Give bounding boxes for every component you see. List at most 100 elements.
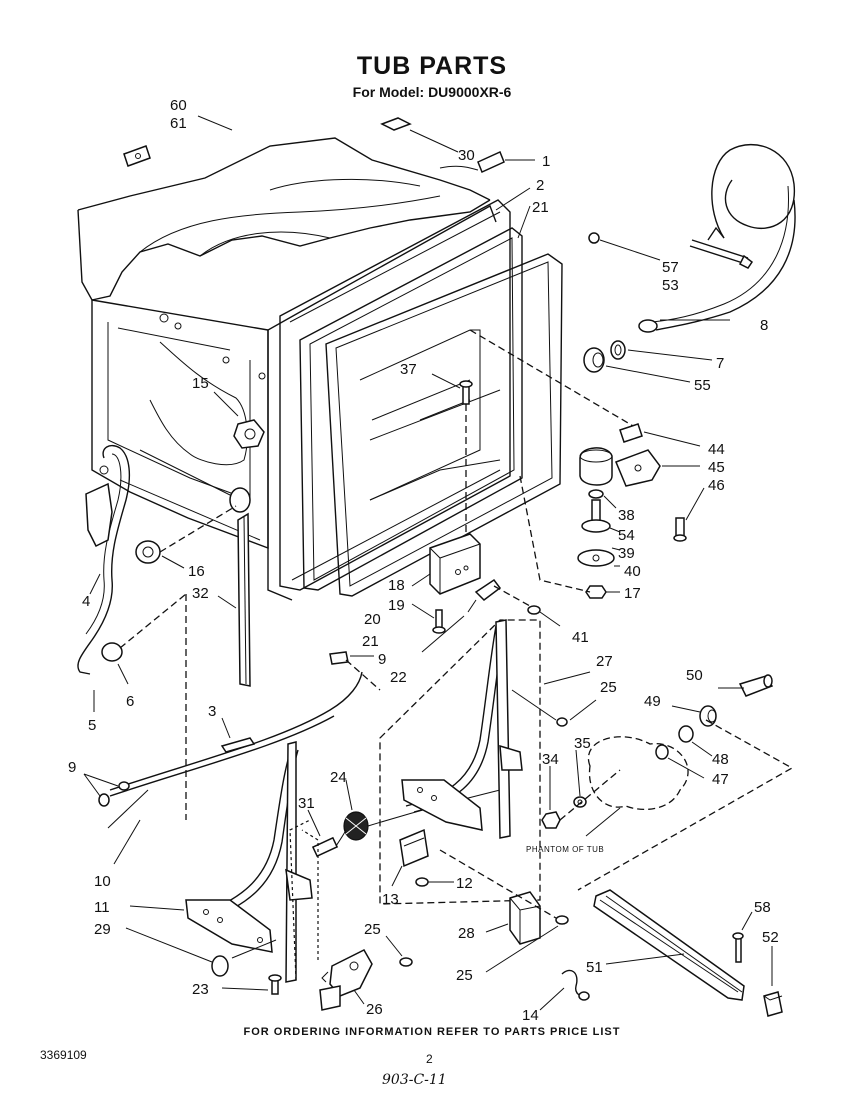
callout-7: 7 xyxy=(716,355,724,372)
callout-11: 11 xyxy=(94,899,110,916)
model-subtitle: For Model: DU9000XR-6 xyxy=(352,84,512,100)
callout-21-bottom: 21 xyxy=(362,633,379,650)
wire-connector xyxy=(467,578,502,613)
callout-53: 53 xyxy=(662,277,679,294)
side-trim-strip xyxy=(237,512,251,687)
callout-6: 6 xyxy=(126,693,134,710)
callout-16: 16 xyxy=(188,563,205,580)
tub-front-frame xyxy=(279,199,511,591)
callout-26: 26 xyxy=(366,1001,383,1018)
callout-21-top: 21 xyxy=(532,199,549,216)
heater-terminal-block xyxy=(429,533,481,595)
callout-5: 5 xyxy=(88,717,96,734)
callout-51: 51 xyxy=(586,959,603,976)
callout-57: 57 xyxy=(662,259,679,276)
callout-24: 24 xyxy=(330,769,347,786)
callout-34: 34 xyxy=(542,751,559,768)
callout-2: 2 xyxy=(536,177,544,194)
callout-13: 13 xyxy=(382,891,399,908)
drain-grommet xyxy=(135,540,161,564)
rail-screw xyxy=(732,932,744,963)
callout-12: 12 xyxy=(456,875,473,892)
tub-body xyxy=(91,204,497,601)
callout-10: 10 xyxy=(94,873,111,890)
handwritten-note: 903-C-11 xyxy=(382,1072,447,1088)
insulation-clip xyxy=(123,145,151,167)
callout-20: 20 xyxy=(364,611,381,628)
door-gasket-inner xyxy=(299,227,523,591)
callout-17: 17 xyxy=(624,585,641,602)
callout-19: 19 xyxy=(388,597,405,614)
callout-14: 14 xyxy=(522,1007,539,1024)
callout-15: 15 xyxy=(192,375,209,392)
ordering-info-note: FOR ORDERING INFORMATION REFER TO PARTS … xyxy=(243,1026,621,1038)
callout-27: 27 xyxy=(596,653,613,670)
float-stem xyxy=(581,489,611,533)
insulation-blanket xyxy=(77,137,491,301)
rod-screw-left-a xyxy=(118,781,130,791)
hose-strap xyxy=(689,239,754,269)
callout-30: 30 xyxy=(458,147,475,164)
callout-9-left: 9 xyxy=(68,759,76,776)
door-spring-rod xyxy=(109,671,363,797)
drain-nut xyxy=(233,419,265,449)
tub-interior xyxy=(359,329,501,501)
callout-25-right: 25 xyxy=(600,679,617,696)
callout-44: 44 xyxy=(708,441,725,458)
callout-58: 58 xyxy=(754,899,771,916)
callout-25-low: 25 xyxy=(456,967,473,984)
arm-nut xyxy=(541,811,561,829)
drain-fitting xyxy=(229,487,251,513)
hinge-screw-lower xyxy=(268,974,282,995)
callout-50: 50 xyxy=(686,667,703,684)
base-rail xyxy=(593,889,745,1001)
callout-29: 29 xyxy=(94,921,111,938)
door-latch-bracket xyxy=(399,828,429,868)
float-screw xyxy=(673,517,687,542)
leveling-leg xyxy=(738,674,774,697)
cable-pulley-bolt xyxy=(311,836,339,858)
callout-40: 40 xyxy=(624,563,641,580)
callout-35: 35 xyxy=(574,735,591,752)
callout-46: 46 xyxy=(708,477,725,494)
callout-55: 55 xyxy=(694,377,711,394)
leg-bushing xyxy=(699,705,717,727)
page-number: 2 xyxy=(426,1052,433,1066)
callout-28: 28 xyxy=(458,925,475,942)
callout-4: 4 xyxy=(82,593,90,610)
callout-61: 61 xyxy=(170,115,187,132)
terminal-screw xyxy=(432,609,446,634)
callout-45: 45 xyxy=(708,459,725,476)
callout-41: 41 xyxy=(572,629,589,646)
float-switch-bracket xyxy=(619,423,643,443)
hose-clamp xyxy=(610,340,626,360)
top-clip xyxy=(380,117,412,131)
callout-39: 39 xyxy=(618,545,635,562)
door-hinge-arm-left xyxy=(185,741,313,983)
phantom-of-tub-label: PHANTOM OF TUB xyxy=(526,845,604,854)
callout-37: 37 xyxy=(400,361,417,378)
callout-38: 38 xyxy=(618,507,635,524)
callout-25-mid: 25 xyxy=(364,921,381,938)
vent-hose-coil xyxy=(638,143,796,333)
callout-9-upper: 9 xyxy=(378,651,386,668)
door-gasket-outer xyxy=(325,253,563,597)
callout-23: 23 xyxy=(192,981,209,998)
callout-47: 47 xyxy=(712,771,729,788)
float-guide xyxy=(577,549,615,567)
vent-grommet xyxy=(583,347,605,373)
hinge-pivot-cap xyxy=(211,955,229,977)
callout-22: 22 xyxy=(390,669,407,686)
connector-screw xyxy=(527,605,541,615)
callout-48: 48 xyxy=(712,751,729,768)
float-switch xyxy=(615,449,661,487)
rod-screw-left-b xyxy=(98,793,110,807)
callout-1: 1 xyxy=(542,153,550,170)
callout-49: 49 xyxy=(644,693,661,710)
drain-hose xyxy=(77,444,131,675)
hose-clamp-lower xyxy=(101,642,123,662)
rail-end-cap xyxy=(763,991,783,1017)
leg-washer xyxy=(655,744,669,760)
